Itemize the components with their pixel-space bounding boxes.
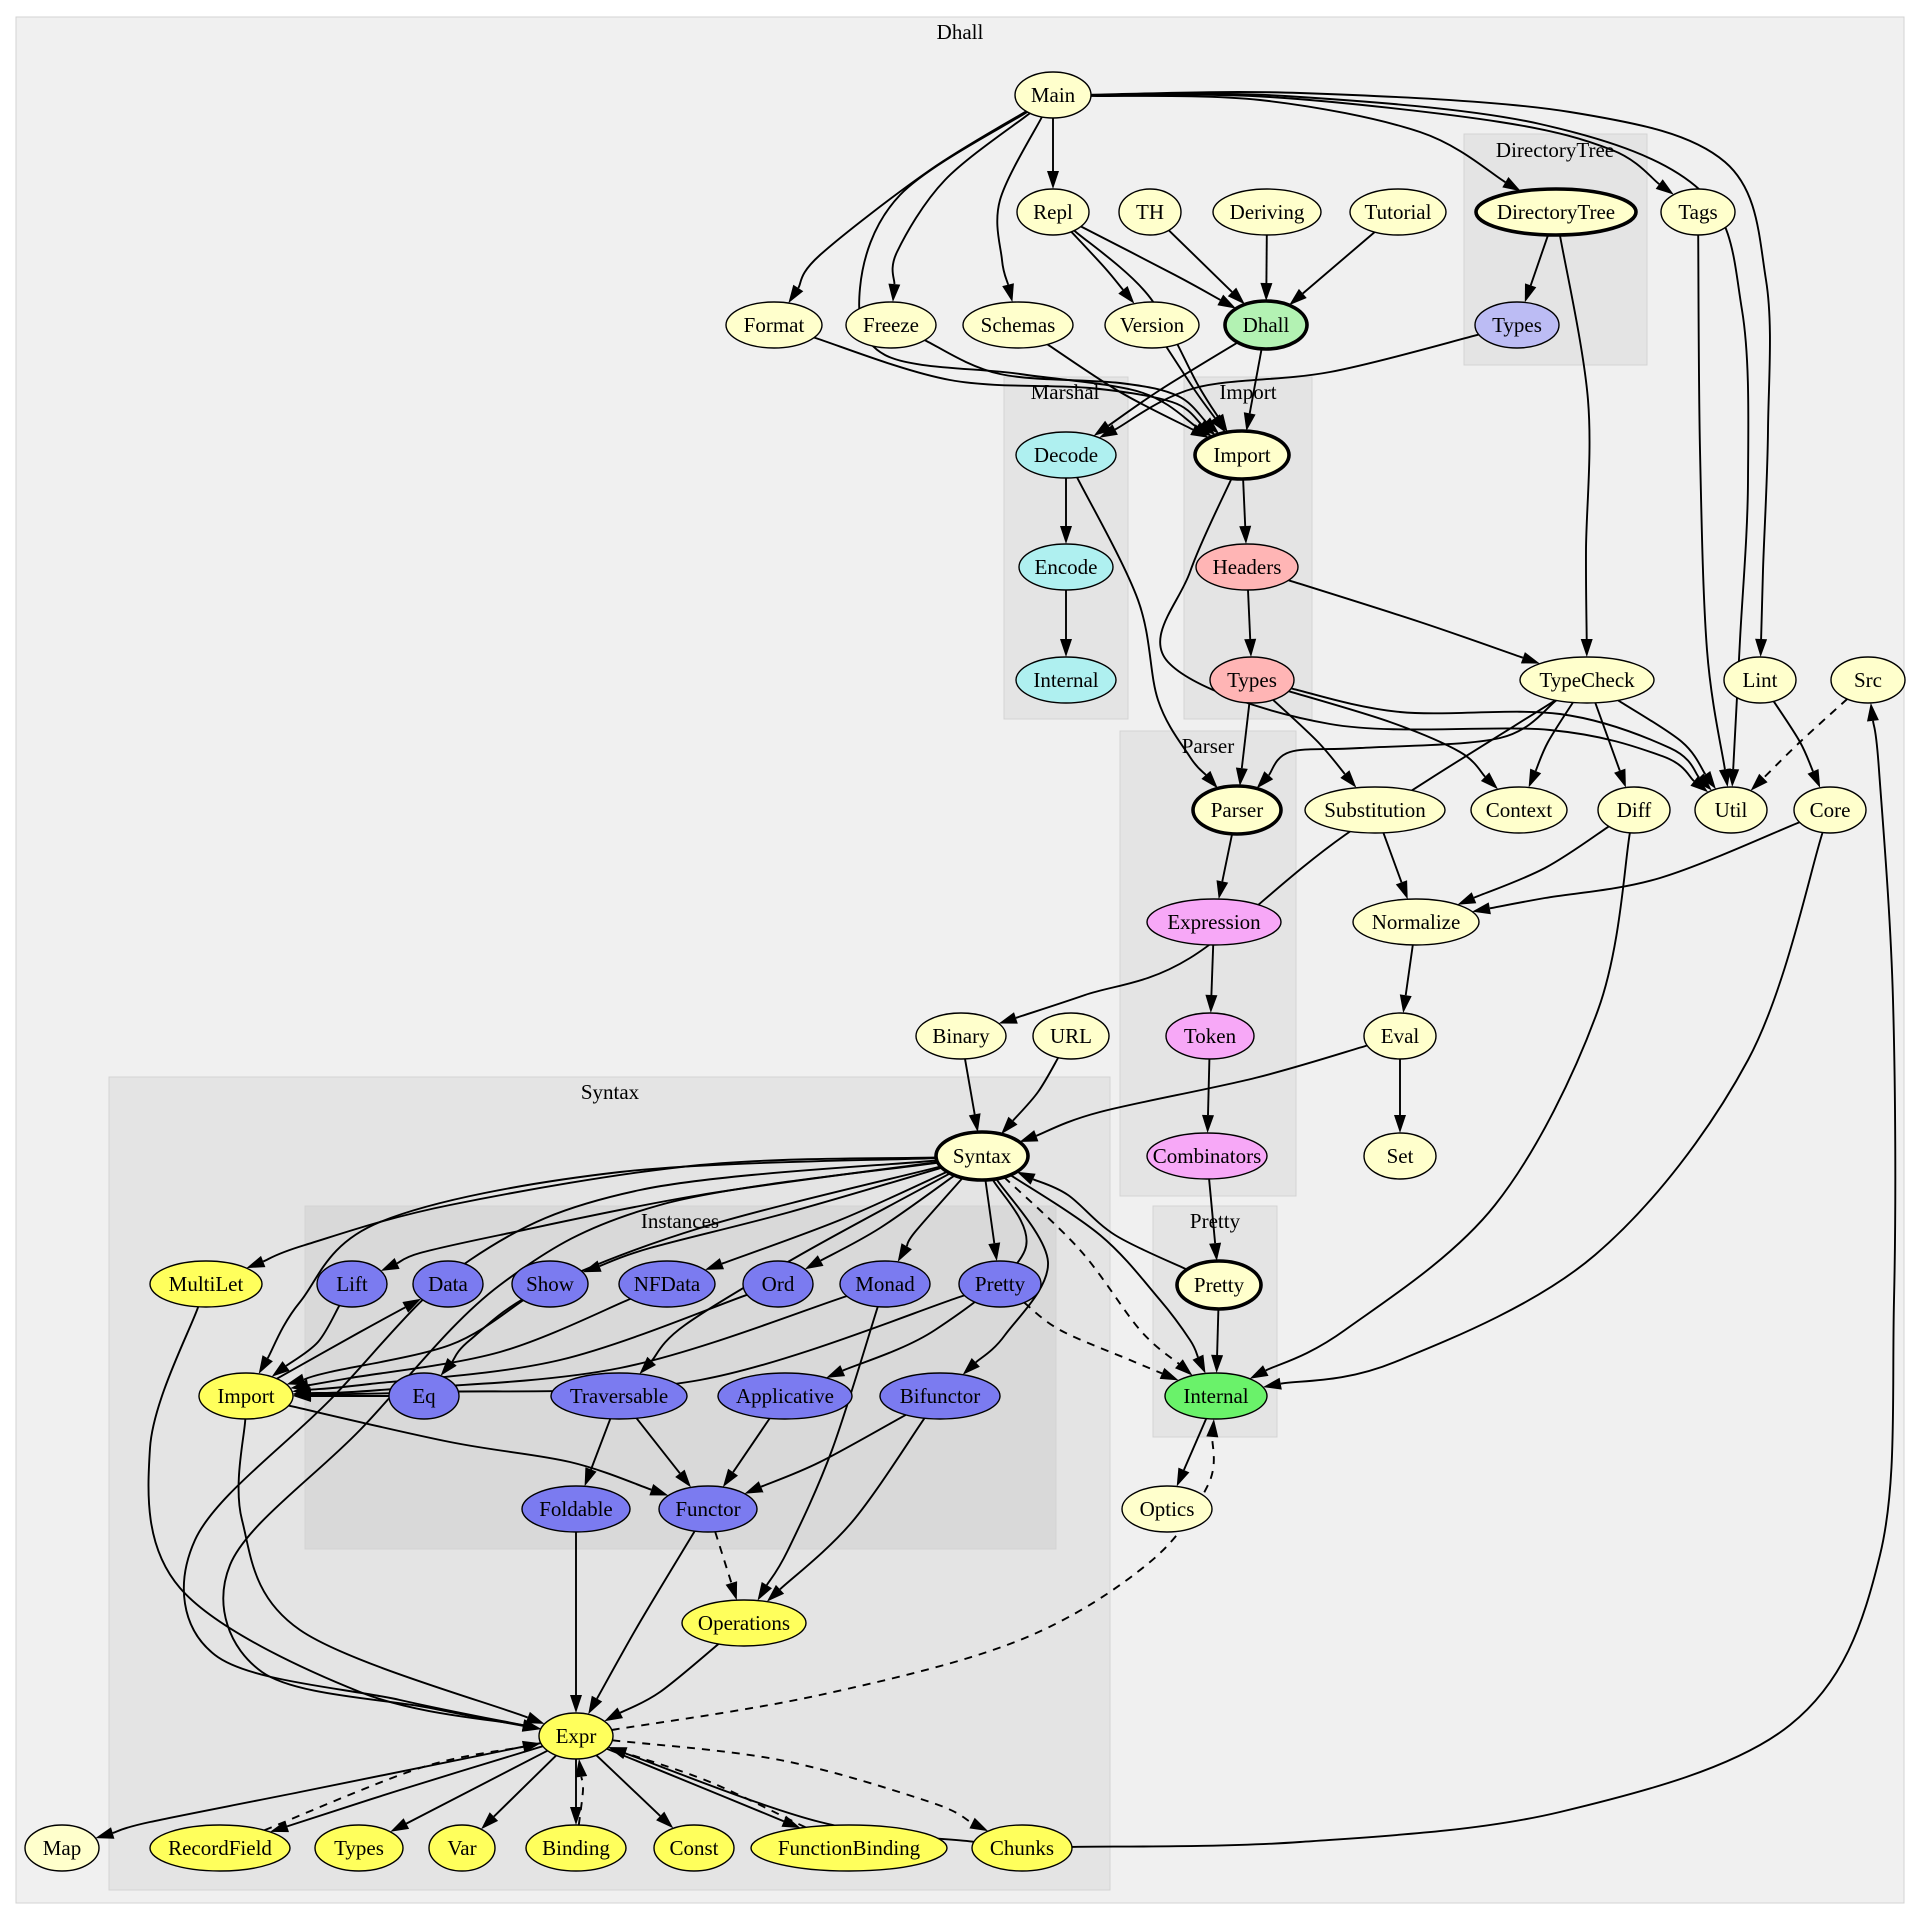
svg-text:Pretty: Pretty	[1190, 1209, 1241, 1233]
svg-text:Src: Src	[1854, 668, 1882, 692]
svg-text:Types: Types	[1227, 668, 1277, 692]
svg-text:MultiLet: MultiLet	[169, 1272, 244, 1296]
svg-text:TypeCheck: TypeCheck	[1539, 668, 1635, 692]
svg-text:Syntax: Syntax	[953, 1144, 1012, 1168]
svg-text:Token: Token	[1184, 1024, 1237, 1048]
svg-text:Main: Main	[1031, 83, 1076, 107]
svg-text:Types: Types	[1492, 313, 1542, 337]
svg-text:Schemas: Schemas	[981, 313, 1056, 337]
svg-text:Traversable: Traversable	[570, 1384, 668, 1408]
svg-text:Diff: Diff	[1617, 798, 1652, 822]
svg-text:Binding: Binding	[542, 1836, 610, 1860]
svg-text:Pretty: Pretty	[1194, 1273, 1245, 1297]
svg-text:Lift: Lift	[336, 1272, 368, 1296]
svg-text:Internal: Internal	[1033, 668, 1098, 692]
svg-text:Repl: Repl	[1033, 200, 1073, 224]
svg-text:Applicative: Applicative	[736, 1384, 834, 1408]
svg-text:Util: Util	[1715, 798, 1748, 822]
svg-text:Data: Data	[428, 1272, 468, 1296]
svg-text:Decode: Decode	[1034, 443, 1098, 467]
svg-text:Import: Import	[1219, 380, 1276, 404]
svg-text:Deriving: Deriving	[1230, 200, 1305, 224]
svg-text:Internal: Internal	[1183, 1384, 1248, 1408]
svg-text:Show: Show	[526, 1272, 575, 1296]
svg-text:Context: Context	[1486, 798, 1553, 822]
svg-text:Operations: Operations	[698, 1611, 790, 1635]
svg-text:Parser: Parser	[1211, 798, 1263, 822]
svg-text:Dhall: Dhall	[1243, 313, 1290, 337]
svg-text:TH: TH	[1136, 200, 1164, 224]
svg-text:Dhall: Dhall	[937, 20, 984, 44]
svg-text:Instances: Instances	[641, 1209, 719, 1233]
svg-text:Ord: Ord	[762, 1272, 795, 1296]
svg-text:Monad: Monad	[855, 1272, 915, 1296]
svg-text:Import: Import	[1213, 443, 1270, 467]
svg-text:Core: Core	[1810, 798, 1851, 822]
svg-text:Eval: Eval	[1381, 1024, 1420, 1048]
svg-text:Parser: Parser	[1182, 734, 1234, 758]
svg-text:NFData: NFData	[634, 1272, 701, 1296]
svg-text:Expr: Expr	[556, 1724, 597, 1748]
svg-text:Freeze: Freeze	[863, 313, 919, 337]
svg-text:Combinators: Combinators	[1153, 1144, 1262, 1168]
svg-text:Tags: Tags	[1678, 200, 1717, 224]
svg-text:Bifunctor: Bifunctor	[900, 1384, 980, 1408]
svg-text:Pretty: Pretty	[975, 1272, 1026, 1296]
svg-text:Const: Const	[669, 1836, 718, 1860]
svg-text:Chunks: Chunks	[990, 1836, 1054, 1860]
svg-text:Tutorial: Tutorial	[1365, 200, 1432, 224]
svg-text:Encode: Encode	[1035, 555, 1098, 579]
svg-text:Set: Set	[1387, 1144, 1414, 1168]
svg-text:Eq: Eq	[412, 1384, 436, 1408]
svg-text:Foldable: Foldable	[539, 1497, 613, 1521]
svg-text:Format: Format	[744, 313, 805, 337]
svg-text:Syntax: Syntax	[581, 1080, 640, 1104]
svg-text:Headers: Headers	[1213, 555, 1282, 579]
svg-text:Marshal: Marshal	[1031, 380, 1100, 404]
svg-text:Import: Import	[217, 1384, 274, 1408]
svg-text:Version: Version	[1120, 313, 1185, 337]
svg-text:Optics: Optics	[1140, 1497, 1195, 1521]
svg-text:Binary: Binary	[932, 1024, 990, 1048]
svg-text:Substitution: Substitution	[1324, 798, 1426, 822]
svg-text:Types: Types	[334, 1836, 384, 1860]
svg-text:Var: Var	[447, 1836, 476, 1860]
svg-text:URL: URL	[1050, 1024, 1092, 1048]
svg-text:Lint: Lint	[1743, 668, 1778, 692]
svg-text:DirectoryTree: DirectoryTree	[1496, 138, 1614, 162]
svg-text:Expression: Expression	[1167, 910, 1261, 934]
svg-text:Functor: Functor	[675, 1497, 740, 1521]
svg-text:FunctionBinding: FunctionBinding	[778, 1836, 921, 1860]
svg-text:Map: Map	[43, 1836, 82, 1860]
svg-text:RecordField: RecordField	[168, 1836, 272, 1860]
svg-text:DirectoryTree: DirectoryTree	[1497, 200, 1615, 224]
svg-text:Normalize: Normalize	[1372, 910, 1461, 934]
